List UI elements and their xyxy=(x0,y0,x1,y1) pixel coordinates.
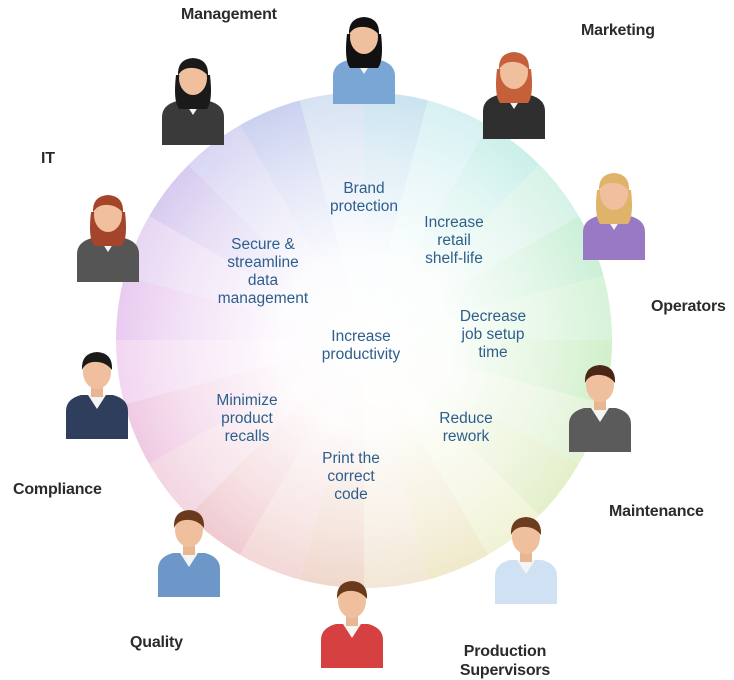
person-avatar-icon xyxy=(569,365,631,452)
person-avatar-icon xyxy=(158,510,220,597)
benefit-decrease-job-setup-time: Decrease job setup time xyxy=(459,308,527,361)
person-avatar-icon xyxy=(583,173,645,260)
role-label-production-supervisors: Production Supervisors xyxy=(459,643,551,679)
benefit-secure-data-management: Secure & streamline data management xyxy=(217,236,309,307)
benefit-increase-productivity: Increase productivity xyxy=(321,328,401,363)
role-label-maintenance: Maintenance xyxy=(609,503,704,520)
person-avatar-icon xyxy=(77,195,139,282)
person-avatar-icon xyxy=(483,52,545,139)
role-label-operators: Operators xyxy=(651,298,726,315)
person-avatar-icon xyxy=(66,352,128,439)
benefit-brand-protection: Brand protection xyxy=(329,180,399,215)
benefit-print-the-correct-code: Print the correct code xyxy=(322,450,380,503)
role-label-quality: Quality xyxy=(130,634,183,651)
benefit-reduce-rework: Reduce rework xyxy=(439,410,493,445)
person-avatar-icon xyxy=(162,58,224,145)
person-avatar-icon xyxy=(495,517,557,604)
person-avatar-icon xyxy=(321,581,383,668)
role-label-it: IT xyxy=(41,150,55,167)
benefit-minimize-product-recalls: Minimize product recalls xyxy=(216,392,278,445)
person-avatar-icon xyxy=(333,17,395,104)
role-label-marketing: Marketing xyxy=(581,22,655,39)
role-label-compliance: Compliance xyxy=(13,481,102,498)
benefit-increase-retail-shelf-life: Increase retail shelf-life xyxy=(424,214,484,267)
role-label-management: Management xyxy=(181,6,277,23)
